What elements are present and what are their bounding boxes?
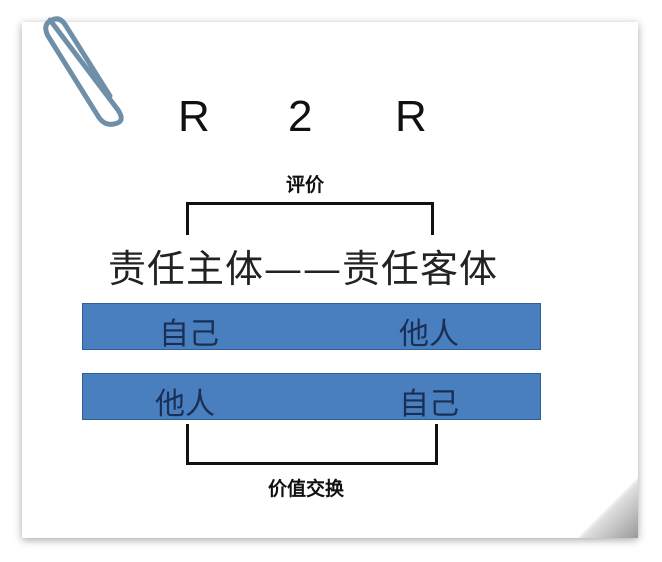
paper-card [22,22,638,538]
top-bracket [186,202,434,235]
row-2-left: 他人 [155,387,215,422]
paperclip-icon [43,16,124,127]
bottom-label: 价值交换 [268,478,345,500]
row-1-left: 自己 [159,317,219,352]
row-bar-2: 他人 自己 [82,373,541,422]
row-2-right: 自己 [399,387,459,422]
top-label: 评价 [286,174,325,196]
bottom-bracket [186,424,438,465]
title-r-left: R [178,92,210,141]
row-bar-1: 自己 他人 [82,303,541,352]
title-r-right: R [395,92,427,141]
row-1-right: 他人 [399,317,459,352]
main-text: 责任主体——责任客体 [108,247,499,291]
title-2: 2 [288,92,313,141]
